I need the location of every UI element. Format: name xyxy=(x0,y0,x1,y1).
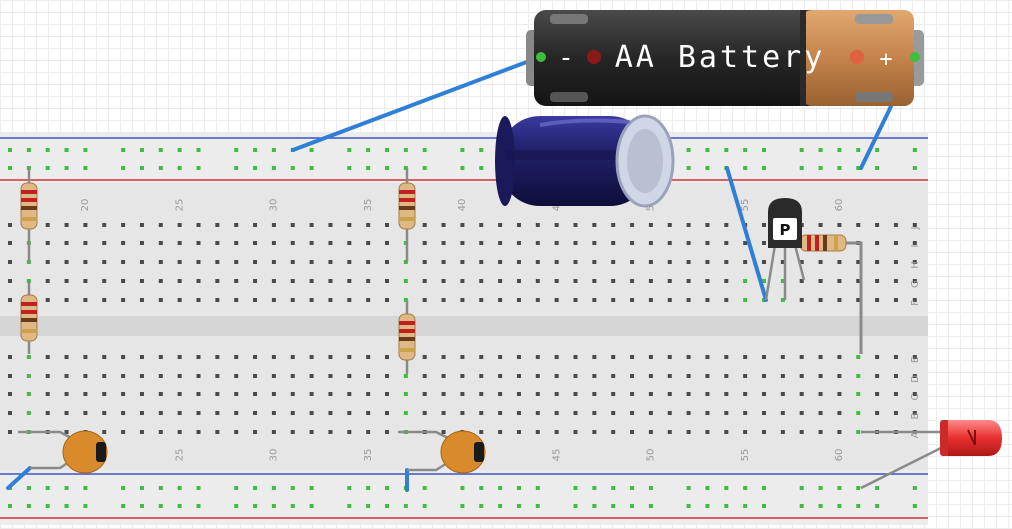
resistor-lead-wire[interactable] xyxy=(843,241,863,354)
battery-plus-label: + xyxy=(879,47,892,72)
column-number-top: 35 xyxy=(363,199,374,212)
electrolytic-capacitor[interactable] xyxy=(495,114,675,208)
column-number-bottom: 35 xyxy=(363,449,374,462)
column-number-bottom: 30 xyxy=(269,449,280,462)
resistor-4[interactable] xyxy=(398,313,416,361)
column-number-top: 25 xyxy=(174,199,185,212)
column-number-bottom: 60 xyxy=(834,449,845,462)
red-led[interactable] xyxy=(940,420,1002,456)
resistor-2[interactable] xyxy=(20,294,38,342)
row-letter-top: I xyxy=(910,245,921,248)
resistor-3[interactable] xyxy=(398,182,416,230)
column-number-top: 55 xyxy=(740,199,751,212)
column-number-bottom: 55 xyxy=(740,449,751,462)
column-number-top: 20 xyxy=(80,199,91,212)
row-letter-bottom: D xyxy=(910,375,921,383)
left-rail-wire[interactable] xyxy=(6,466,32,490)
column-number-bottom: 45 xyxy=(551,449,562,462)
row-letter-bottom: C xyxy=(910,393,921,400)
row-letter-top: H xyxy=(910,261,921,269)
ceramic-capacitor-2[interactable] xyxy=(440,430,486,474)
column-number-bottom: 50 xyxy=(646,449,657,462)
battery-label: AA Battery xyxy=(615,40,826,75)
row-letter-top: G xyxy=(910,280,921,288)
row-letter-bottom: A xyxy=(910,431,921,438)
column-number-top: 30 xyxy=(269,199,280,212)
column-number-bottom: 25 xyxy=(174,449,185,462)
column-number-top: 60 xyxy=(834,199,845,212)
ceramic-capacitor-1[interactable] xyxy=(62,430,108,474)
breadboard-holes xyxy=(8,148,917,508)
resistor-1[interactable] xyxy=(20,182,38,230)
column-number-top: 40 xyxy=(457,199,468,212)
battery-negative-wire[interactable] xyxy=(291,55,542,152)
pnp-transistor[interactable]: P xyxy=(768,198,802,248)
transistor-label: P xyxy=(780,221,791,239)
center-channel xyxy=(0,316,928,336)
breadboard xyxy=(0,133,928,525)
capacitor-transistor-wire[interactable] xyxy=(725,166,768,302)
row-letter-top: J xyxy=(910,227,921,231)
resistor-5[interactable] xyxy=(799,234,847,252)
row-letter-top: F xyxy=(910,300,921,306)
battery-minus-label: - xyxy=(558,43,574,73)
row-letter-bottom: E xyxy=(910,357,921,363)
aa-battery[interactable]: - AA Battery + xyxy=(526,10,924,106)
row-letter-bottom: B xyxy=(910,412,921,419)
